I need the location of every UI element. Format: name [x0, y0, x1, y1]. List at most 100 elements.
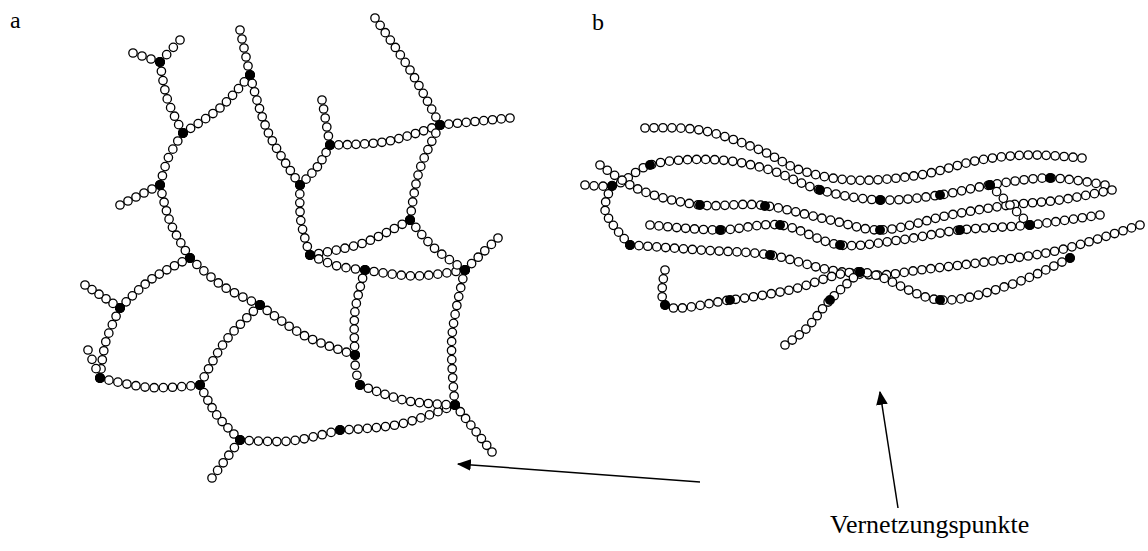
- monomer-bead: [352, 140, 360, 148]
- monomer-bead: [832, 190, 840, 198]
- crosslink-point: [435, 120, 445, 130]
- monomer-bead: [874, 176, 882, 184]
- monomer-bead: [755, 163, 763, 171]
- monomer-bead: [1025, 273, 1033, 281]
- monomer-bead: [819, 275, 827, 283]
- monomer-bead: [386, 137, 394, 145]
- monomer-bead: [438, 250, 446, 258]
- monomer-bead: [803, 260, 811, 268]
- monomer-bead: [989, 223, 997, 231]
- monomer-bead: [809, 212, 817, 220]
- monomer-bead: [244, 62, 252, 70]
- monomer-bead: [461, 266, 469, 274]
- monomer-bead: [249, 307, 257, 315]
- monomer-bead: [868, 195, 876, 203]
- monomer-bead: [159, 76, 167, 84]
- monomer-bead: [874, 239, 882, 247]
- monomer-bead: [317, 339, 325, 347]
- monomer-bead: [361, 266, 369, 274]
- monomer-bead: [601, 198, 609, 206]
- monomer-bead: [603, 166, 611, 174]
- monomer-bead: [306, 251, 314, 259]
- crosslink-point: [875, 225, 885, 235]
- monomer-bead: [351, 351, 359, 359]
- monomer-bead: [326, 141, 334, 149]
- monomer-bead: [1087, 212, 1095, 220]
- monomer-bead: [705, 299, 713, 307]
- monomer-bead: [904, 286, 912, 294]
- monomer-bead: [729, 135, 737, 143]
- monomer-bead: [350, 325, 358, 333]
- monomer-bead: [895, 196, 903, 204]
- monomer-bead: [449, 374, 457, 382]
- monomer-bead: [626, 241, 634, 249]
- monomer-bead: [983, 288, 991, 296]
- monomer-bead: [634, 185, 642, 193]
- monomer-bead: [255, 104, 263, 112]
- monomer-bead: [418, 230, 426, 238]
- crosslink-point: [155, 57, 165, 67]
- monomer-bead: [910, 234, 918, 242]
- monomer-bead: [726, 225, 734, 233]
- monomer-bead: [785, 286, 793, 294]
- monomer-bead: [706, 246, 714, 254]
- monomer-bead: [213, 349, 221, 357]
- monomer-bead: [742, 248, 750, 256]
- monomer-bead: [783, 206, 791, 214]
- monomer-bead: [900, 268, 908, 276]
- crosslink-point: [660, 300, 670, 310]
- monomer-bead: [670, 244, 678, 252]
- monomer-bead: [806, 182, 814, 190]
- monomer-bead: [966, 207, 974, 215]
- monomer-bead: [1037, 198, 1045, 206]
- crosslink-point: [325, 140, 335, 150]
- monomer-bead: [1052, 217, 1060, 225]
- monomer-bead: [764, 165, 772, 173]
- monomer-bead: [828, 272, 836, 280]
- monomer-bead: [1059, 245, 1067, 253]
- monomer-bead: [1064, 194, 1072, 202]
- monomer-bead: [888, 278, 896, 286]
- monomer-bead: [786, 162, 794, 170]
- crosslink-point: [178, 128, 188, 138]
- monomer-bead: [406, 216, 414, 224]
- crosslink-point: [355, 380, 365, 390]
- monomer-bead: [179, 129, 187, 137]
- monomer-bead: [922, 193, 930, 201]
- monomer-bead: [966, 185, 974, 193]
- monomer-bead: [711, 156, 719, 164]
- monomer-bead: [374, 232, 382, 240]
- monomer-bead: [156, 181, 164, 189]
- monomer-bead: [739, 200, 747, 208]
- monomer-bead: [948, 296, 956, 304]
- monomer-bead: [1033, 250, 1041, 258]
- monomer-bead: [417, 162, 425, 170]
- monomer-bead: [927, 230, 935, 238]
- crosslink-point: [625, 240, 635, 250]
- monomer-bead: [841, 192, 849, 200]
- monomer-bead: [408, 198, 416, 206]
- monomer-bead: [957, 295, 965, 303]
- monomer-bead: [989, 257, 997, 265]
- monomer-bead: [213, 466, 221, 474]
- monomer-bead: [1083, 178, 1091, 186]
- monomer-bead: [461, 266, 469, 274]
- crosslink-point: [1025, 220, 1035, 230]
- monomer-bead: [796, 227, 804, 235]
- monomer-bead: [352, 299, 360, 307]
- monomer-bead: [712, 202, 720, 210]
- monomer-bead: [164, 153, 172, 161]
- monomer-bead: [315, 255, 323, 263]
- monomer-bead: [650, 191, 658, 199]
- monomer-bead: [892, 174, 900, 182]
- monomer-bead: [361, 266, 369, 274]
- monomer-bead: [669, 304, 677, 312]
- monomer-bead: [224, 334, 232, 342]
- monomer-bead: [177, 239, 185, 247]
- monomer-bead: [448, 355, 456, 363]
- monomer-bead: [245, 436, 253, 444]
- monomer-bead: [774, 204, 782, 212]
- monomer-bead: [844, 220, 852, 228]
- monomer-bead: [398, 395, 406, 403]
- monomer-bead: [448, 328, 456, 336]
